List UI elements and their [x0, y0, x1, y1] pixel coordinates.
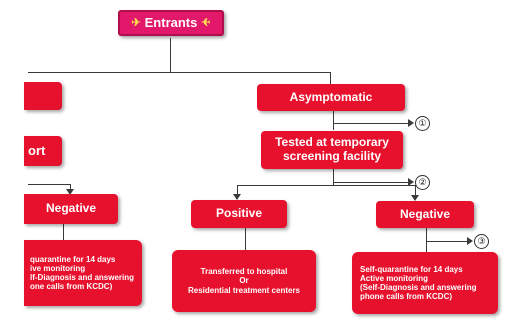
arrow-right-negative — [411, 195, 419, 201]
right-quarantine-line4: phone calls from KCDC) — [360, 292, 453, 302]
right-quarantine-line3: (Self-Diagnosis and answering — [360, 283, 477, 292]
node-entrants-label: Entrants — [144, 14, 198, 30]
connector-entrants-down — [170, 38, 171, 72]
arrow-positive — [233, 194, 241, 200]
node-hospital: Transferred to hospital Or Residential t… — [172, 250, 316, 312]
connector-marker1 — [333, 123, 409, 124]
hospital-line1: Transferred to hospital — [200, 267, 288, 277]
connector-left-horizontal — [28, 184, 70, 185]
connector-tested-down — [333, 169, 334, 185]
connector-to-positive — [237, 185, 238, 195]
connector-left-drop — [70, 184, 71, 192]
node-asymptomatic: Asymptomatic — [257, 84, 405, 111]
right-quarantine-line1: Self-quarantine for 14 days — [360, 264, 463, 274]
marker-1: ① — [415, 116, 430, 131]
node-positive: Positive — [191, 200, 287, 228]
left-quarantine-line2: ive monitoring — [30, 263, 86, 273]
node-tested-line2: screening facility — [282, 149, 382, 163]
node-left-mid: ort — [24, 136, 62, 166]
node-left-negative: Negative — [24, 194, 118, 224]
left-quarantine-line1: quarantine for 14 days — [30, 254, 116, 264]
connector-marker2 — [333, 182, 409, 183]
hospital-line2: Or — [239, 276, 249, 286]
connector-to-right-negative — [415, 185, 416, 196]
marker-2: ② — [415, 175, 430, 190]
hospital-line3: Residential treatment centers — [187, 285, 301, 295]
arrow-left-negative — [66, 189, 74, 195]
airplane-arrival-icon: ✈ — [201, 16, 211, 29]
arrow-marker1 — [408, 119, 414, 127]
node-entrants: ✈ Entrants ✈ — [118, 10, 224, 36]
connector-branch-horizontal — [28, 72, 330, 73]
node-tested: Tested at temporary screening facility — [261, 131, 403, 169]
connector-split-horizontal — [237, 185, 415, 186]
marker-3: ③ — [474, 234, 489, 249]
connector-positive-down — [245, 228, 246, 250]
connector-to-asymptomatic — [330, 72, 331, 84]
right-quarantine-line2: Active monitoring — [360, 273, 429, 283]
connector-marker3 — [426, 241, 468, 242]
left-quarantine-line4: one calls from KCDC) — [30, 282, 113, 292]
node-left-quarantine: quarantine for 14 days ive monitoring lf… — [24, 240, 142, 306]
connector-left-negative-down — [63, 224, 64, 240]
node-left-mid-label: ort — [28, 142, 46, 158]
node-left-top — [24, 82, 62, 110]
airplane-departure-icon: ✈ — [131, 16, 141, 29]
connector-right-negative-down — [426, 228, 427, 252]
node-tested-line1: Tested at temporary — [275, 135, 389, 150]
arrow-marker2 — [408, 178, 414, 186]
arrow-marker3 — [467, 237, 473, 245]
node-right-negative: Negative — [376, 201, 474, 228]
connector-asymptomatic-down — [333, 111, 334, 130]
node-right-quarantine: Self-quarantine for 14 days Active monit… — [352, 252, 498, 314]
left-quarantine-line3: lf-Diagnosis and answering — [30, 273, 135, 282]
